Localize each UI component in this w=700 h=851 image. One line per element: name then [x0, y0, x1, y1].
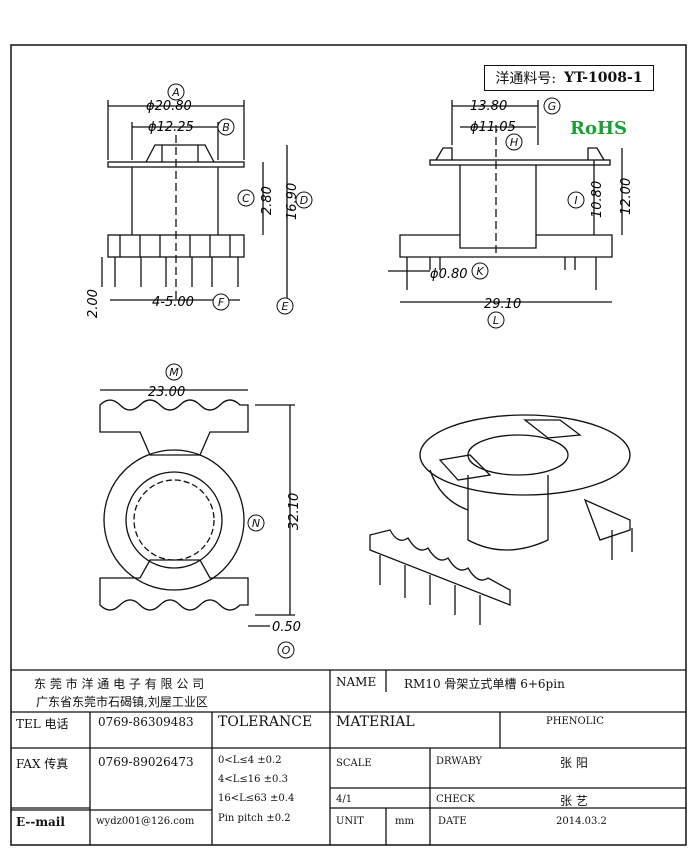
- fax-label: FAX 传真: [16, 757, 69, 771]
- company-address: 广东省东莞市石碣镇,刘屋工业区: [36, 695, 208, 709]
- marker-a: A: [171, 86, 180, 99]
- check-value: 张 艺: [560, 794, 588, 808]
- marker-h: H: [510, 136, 518, 149]
- check-label: CHECK: [436, 794, 475, 805]
- dim-side-length: 29.10: [484, 297, 521, 312]
- tolerance-line-2: 4<L≤16 ±0.3: [218, 774, 288, 785]
- dim-front-outer: ϕ20.80: [146, 99, 192, 114]
- tel-value: 0769-86309483: [98, 715, 194, 729]
- marker-i: I: [574, 194, 577, 207]
- marker-f: F: [218, 296, 225, 309]
- dim-top-thickness: 0.50: [272, 620, 301, 635]
- email-label: E--mail: [16, 815, 65, 829]
- marker-k: K: [476, 265, 484, 278]
- scale-label: SCALE: [336, 758, 372, 769]
- dim-front-inner: ϕ12.25: [148, 120, 194, 135]
- name-value: RM10 骨架立式单槽 6+6pin: [404, 677, 565, 691]
- date-label: DATE: [438, 816, 467, 827]
- marker-b: B: [222, 121, 230, 134]
- marker-l: L: [493, 314, 499, 327]
- marker-e: E: [282, 300, 289, 313]
- markers: [165, 83, 585, 659]
- rohs-mark: RoHS: [570, 118, 627, 139]
- part-number-label: 洋通料号:: [495, 71, 557, 87]
- unit-label: UNIT: [336, 816, 364, 827]
- date-value: 2014.03.2: [556, 816, 607, 827]
- marker-m: M: [169, 366, 179, 379]
- dim-top-length: 32.10: [287, 493, 302, 530]
- title-block-grid: [11, 669, 686, 845]
- dim-side-winding: 10.80: [590, 181, 605, 218]
- tolerance-line-3: 16<L≤63 ±0.4: [218, 793, 295, 804]
- dim-pin-length: 2.00: [86, 289, 101, 318]
- part-number-value: YT-1008-1: [564, 70, 643, 86]
- side-view: [388, 100, 623, 303]
- company-name: 东 莞 市 洋 通 电 子 有 限 公 司: [34, 677, 205, 691]
- unit-value: mm: [395, 816, 414, 827]
- dim-side-core: ϕ11.05: [470, 120, 516, 135]
- marker-n: N: [252, 517, 260, 530]
- dim-side-width: 13.80: [470, 99, 507, 114]
- marker-d: D: [300, 194, 308, 207]
- scale-value: 4/1: [336, 794, 353, 805]
- name-label: NAME: [336, 675, 377, 689]
- material-value: PHENOLIC: [546, 716, 604, 727]
- drawby-label: DRWABY: [436, 756, 483, 767]
- marker-g: G: [548, 100, 557, 113]
- dim-front-height: 16.90: [285, 183, 300, 220]
- top-view: [99, 389, 295, 627]
- tolerance-label: TOLERANCE: [218, 714, 313, 730]
- dim-pin-dia: ϕ0.80: [430, 267, 468, 282]
- dim-front-flange: 2.80: [260, 186, 275, 215]
- part-number-box: 洋通料号: YT-1008-1: [484, 65, 654, 91]
- tel-label: TEL 电话: [16, 717, 69, 731]
- dim-top-width: 23.00: [148, 385, 185, 400]
- email-value: wydz001@126.com: [96, 816, 195, 827]
- drawby-value: 张 阳: [560, 756, 588, 770]
- tolerance-line-1: 0<L≤4 ±0.2: [218, 755, 282, 766]
- marker-c: C: [242, 192, 250, 205]
- tolerance-line-4: Pin pitch ±0.2: [218, 813, 291, 824]
- material-label: MATERIAL: [336, 714, 415, 730]
- sheet-border: [10, 44, 687, 846]
- dim-pin-pitch: 4-5.00: [152, 295, 194, 310]
- fax-value: 0769-89026473: [98, 755, 194, 769]
- marker-o: O: [282, 644, 291, 657]
- dim-side-height: 12.00: [619, 178, 634, 215]
- isometric-view: [369, 414, 633, 625]
